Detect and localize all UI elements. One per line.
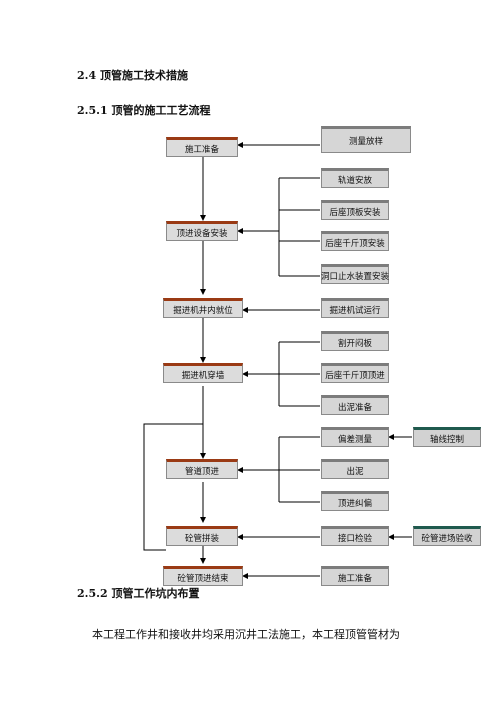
flow-main-step: 掘进机穿墙	[163, 363, 243, 383]
flow-side-step: 掘进机试运行	[321, 298, 389, 318]
flow-main-step: 管道顶进	[166, 459, 238, 479]
flow-main-step: 砼管拼装	[166, 526, 238, 546]
flow-side-step: 洞口止水装置安装	[321, 264, 389, 284]
flow-side-step: 后座千斤顶安装	[321, 231, 389, 251]
flow-external-step: 轴线控制	[413, 427, 481, 447]
flow-side-step: 顶进纠偏	[321, 491, 389, 511]
flow-main-step: 施工准备	[166, 137, 238, 157]
section-heading-2-5-2: 2.5.2 顶管工作坑内布置	[77, 587, 200, 600]
flow-side-step: 接口检验	[321, 526, 389, 546]
section-heading-2-4: 2.4 顶管施工技术措施	[77, 69, 188, 82]
flow-main-step: 砼管顶进结束	[163, 566, 243, 586]
section-heading-2-5-1: 2.5.1 顶管的施工工艺流程	[77, 104, 211, 117]
flow-main-step: 掘进机井内就位	[163, 298, 243, 318]
flow-side-step: 出泥准备	[321, 395, 389, 415]
flow-side-step: 割开闷板	[321, 331, 389, 351]
flow-side-step: 施工准备	[321, 566, 389, 586]
flow-external-step: 砼管进场验收	[413, 526, 481, 546]
body-paragraph: 本工程工作井和接收井均采用沉井工法施工，本工程顶管管材为	[92, 628, 400, 641]
flow-side-step: 后座顶板安装	[321, 200, 389, 220]
flow-side-step: 偏差测量	[321, 427, 389, 447]
flow-side-step: 后座千斤顶顶进	[321, 363, 389, 383]
flow-side-step: 出泥	[321, 459, 389, 479]
flow-side-step: 轨道安放	[321, 168, 389, 188]
flow-side-step: 测量放样	[321, 126, 411, 153]
flow-main-step: 顶进设备安装	[166, 221, 238, 241]
